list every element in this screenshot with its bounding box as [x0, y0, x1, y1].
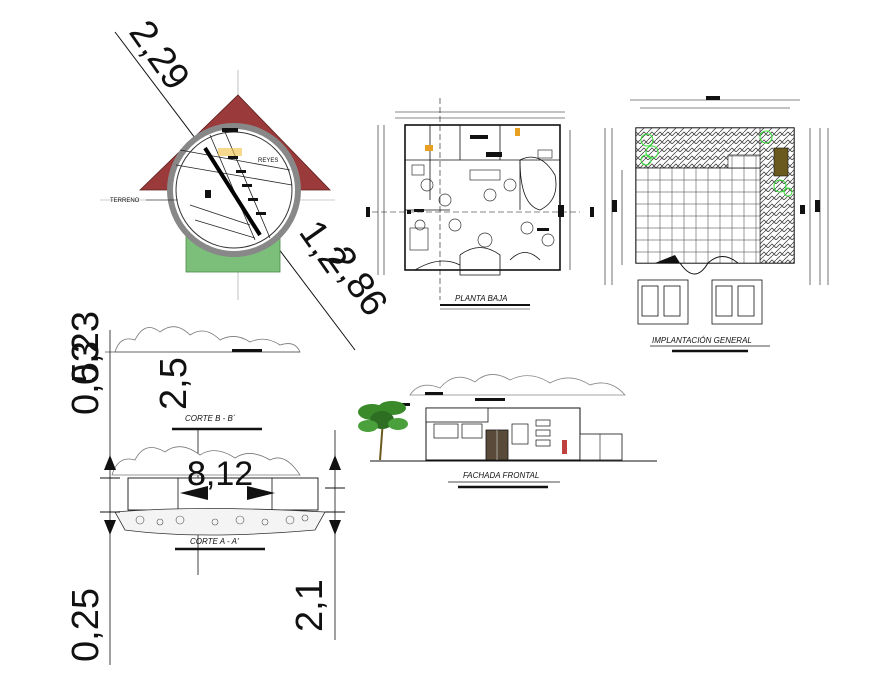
facade-side-wall	[579, 433, 623, 461]
parking-spaces	[637, 279, 763, 325]
section-aa-stones	[135, 514, 309, 526]
dimension-0-23: 0,23	[65, 311, 107, 385]
furniture	[409, 149, 555, 251]
site-plan-title: IMPLANTACIÓN GENERAL	[652, 336, 752, 345]
site-plan: IMPLANTACIÓN GENERAL	[604, 96, 829, 353]
green-shrubs	[640, 130, 793, 197]
floor-plan-outline	[404, 124, 561, 271]
brown-planter	[773, 147, 789, 177]
ramp-marker	[655, 255, 680, 263]
section-aa-dimension-arrows	[104, 455, 341, 535]
facade-upper-volume	[425, 407, 489, 423]
dimension-8: 8	[187, 455, 206, 493]
ground-floor-plan: PLANTA BAJA	[366, 98, 594, 310]
facade-window	[433, 423, 459, 439]
hatch-marks	[205, 128, 266, 215]
facade-vertical-windows	[535, 419, 551, 447]
dimension-tick	[815, 200, 820, 212]
ground-floor-title: PLANTA BAJA	[455, 294, 507, 303]
facade-window	[461, 423, 483, 439]
dimension-0-53: 0,53	[65, 341, 107, 415]
street-label-highlight	[218, 148, 242, 156]
interior-walls	[405, 125, 560, 276]
facade-red-figure	[562, 440, 567, 454]
section-bb: CORTE B - B´ 0,53 0,23 2,5	[65, 311, 301, 431]
section-cut-line	[203, 146, 262, 237]
floor-plan-dimension-lines	[372, 98, 580, 300]
dimension-tick	[800, 205, 805, 214]
section-bb-hatch	[232, 349, 262, 352]
dimension-2-1: 2,1	[289, 579, 331, 632]
location-plan: REYES TERRENO 2,29 1,2 2,86	[100, 13, 395, 351]
front-facade-title: FACHADA FRONTAL	[463, 471, 539, 480]
section-aa-trees	[111, 446, 301, 476]
tiled-courtyard	[635, 167, 761, 264]
facade-window	[511, 423, 529, 445]
section-aa-title: CORTE A - A'	[190, 537, 239, 546]
facade-background-trees	[409, 374, 626, 396]
street-label: REYES	[258, 158, 278, 164]
tiled-courtyard-step	[727, 154, 761, 169]
section-bb-trees	[114, 326, 301, 353]
entrance-arc	[679, 256, 739, 275]
orange-fixture	[515, 128, 520, 136]
dimension-8-12: 8,12	[187, 455, 253, 493]
section-aa: 8 8,12 0,25 2,1 CORTE A - A'	[65, 330, 345, 665]
facade-hatch	[400, 392, 505, 406]
dimension-tick	[612, 200, 617, 212]
palm-tree	[358, 401, 408, 461]
wall-fills	[366, 135, 594, 231]
section-aa-foundation	[114, 508, 326, 536]
section-bb-title: CORTE B - B´	[185, 414, 236, 423]
front-facade: FACHADA FRONTAL	[358, 374, 657, 489]
dimension-2-5: 2,5	[153, 357, 195, 410]
dimension-tick	[706, 96, 720, 100]
terrain-label: TERRENO	[110, 198, 140, 204]
orange-fixture	[425, 145, 433, 151]
dimension-0-25: 0,25	[65, 588, 107, 662]
